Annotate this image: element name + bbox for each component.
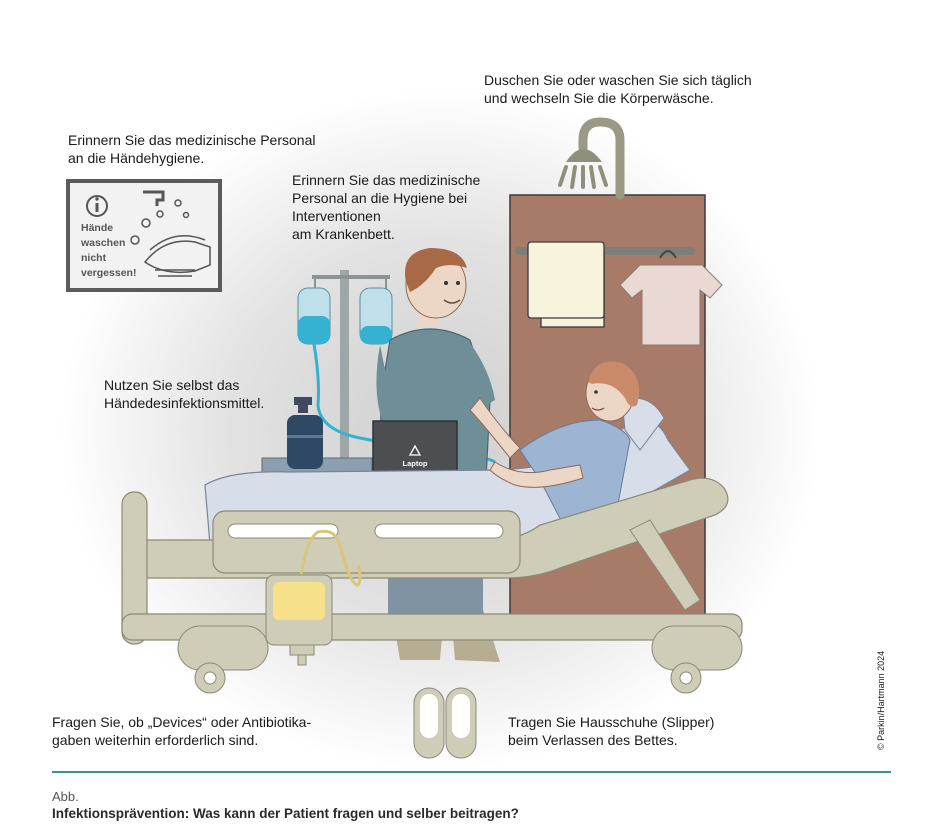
- sign-text: Hände waschen nicht vergessen!: [80, 222, 136, 279]
- figure-title: Infektionsprävention: Was kann der Patie…: [52, 806, 519, 821]
- infusion-stand: [297, 270, 496, 480]
- hanging-shirt: [619, 250, 723, 346]
- slippers-caption: Tragen Sie Hausschuhe (Slipper) beim Ver…: [508, 714, 715, 748]
- laptop: Laptop: [372, 420, 458, 480]
- urine-catheter-bag: [265, 529, 362, 666]
- image-credit: © Parkin/Hartmann 2024: [876, 650, 886, 750]
- figure-label: Abb.: [52, 789, 79, 804]
- hand-washing-icon: [130, 190, 211, 277]
- caption-divider: [52, 771, 891, 773]
- hand-hygiene-sign: Hände waschen nicht vergessen!: [66, 179, 222, 292]
- disinfectant-caption: Nutzen Sie selbst das Händedesinfektions…: [104, 377, 265, 411]
- laptop-label: Laptop: [403, 459, 428, 468]
- hospital-bed: [121, 361, 743, 694]
- bedside-hygiene-caption: Erinnern Sie das medizinische Personal a…: [292, 172, 481, 242]
- shower-caption: Duschen Sie oder waschen Sie sich täglic…: [484, 72, 752, 106]
- disinfectant-bottle: [287, 397, 323, 469]
- towel: [527, 241, 605, 328]
- info-icon: [86, 195, 108, 217]
- hand-hygiene-caption: Erinnern Sie das medizinische Personal a…: [68, 132, 316, 166]
- devices-caption: Fragen Sie, ob „Devices“ oder Antibiotik…: [52, 714, 312, 748]
- slippers: [413, 687, 477, 759]
- shower-head: [558, 117, 625, 200]
